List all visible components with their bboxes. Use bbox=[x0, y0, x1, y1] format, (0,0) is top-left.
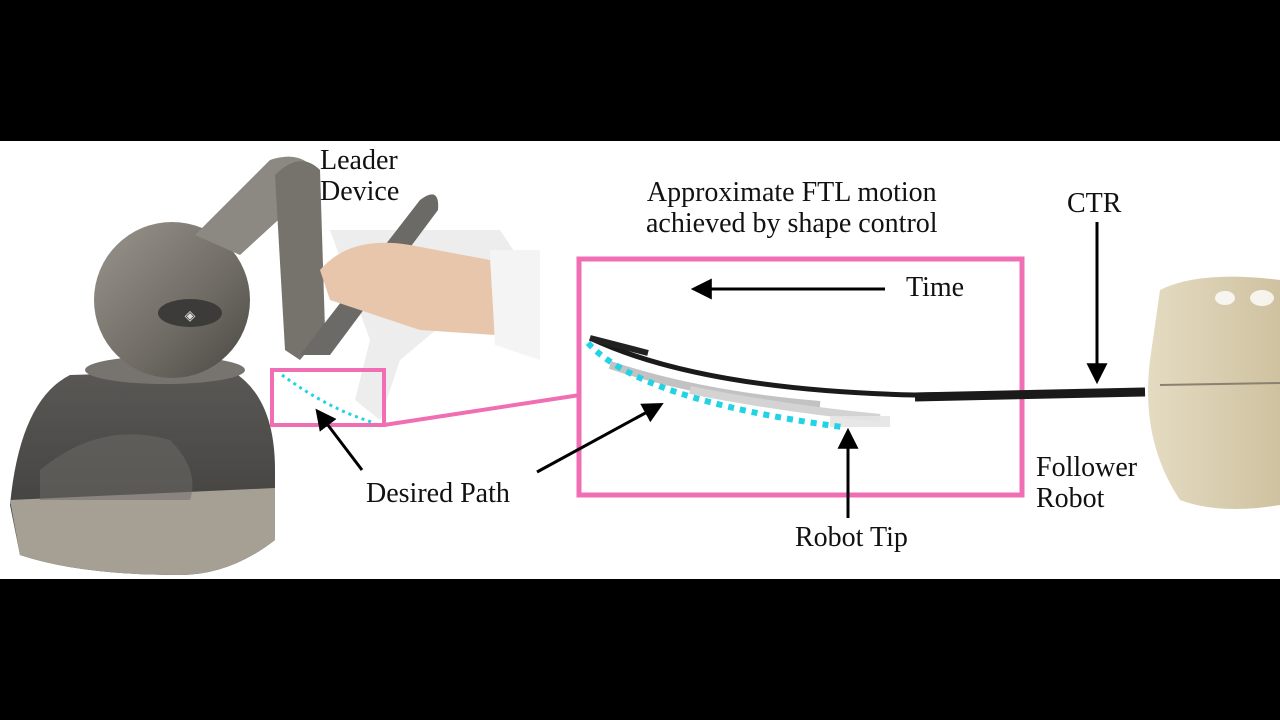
leader-device-label: Leader Device bbox=[320, 145, 399, 207]
follower-robot-illustration bbox=[1148, 277, 1280, 509]
ctr-label: CTR bbox=[1067, 188, 1121, 219]
logo-mark: ◈ bbox=[185, 308, 196, 324]
desired-path-arrow-left bbox=[318, 412, 362, 470]
time-label: Time bbox=[906, 272, 964, 303]
desired-path-curve bbox=[588, 343, 842, 427]
leader-device-illustration: ◈ bbox=[10, 157, 540, 575]
desired-path-label: Desired Path bbox=[366, 478, 510, 509]
desired-path-arrow-right bbox=[537, 405, 660, 472]
ftl-caption: Approximate FTL motion achieved by shape… bbox=[646, 177, 938, 239]
robot-tip-label: Robot Tip bbox=[795, 522, 908, 553]
zoom-connector bbox=[384, 395, 580, 425]
follower-robot-label: Follower Robot bbox=[1036, 452, 1137, 514]
